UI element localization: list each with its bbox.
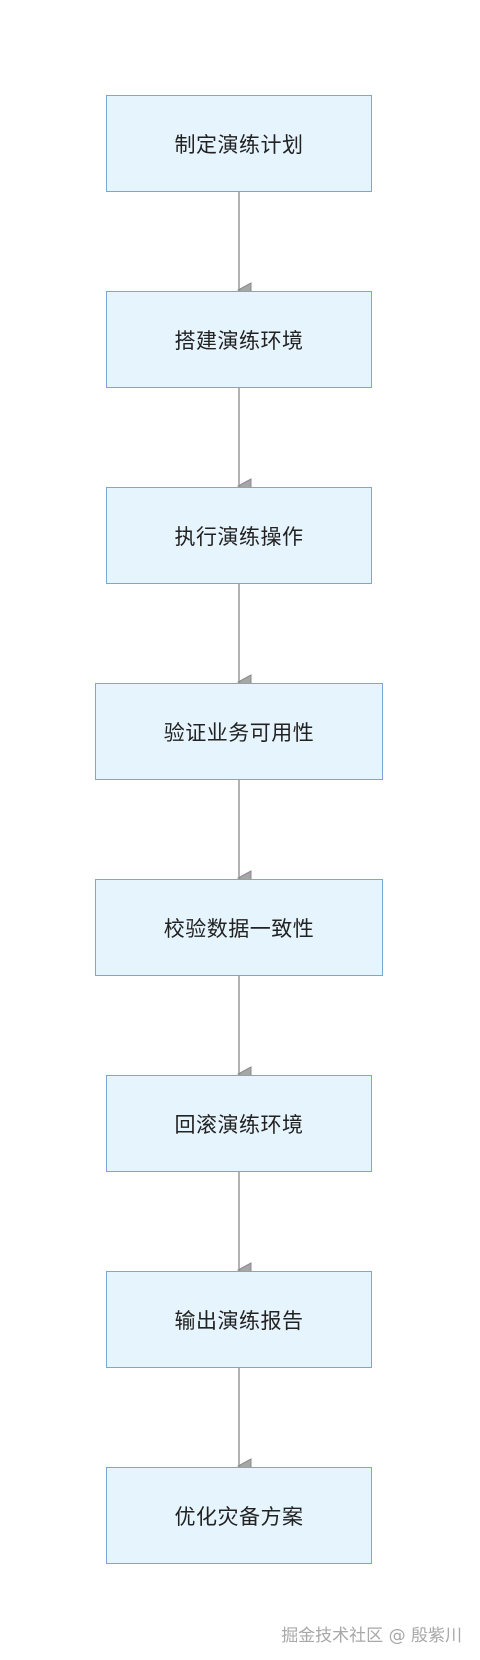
node-label: 制定演练计划 (174, 132, 304, 157)
node-label: 执行演练操作 (174, 524, 304, 549)
watermark-text: 掘金技术社区 @ 殷紫川 (281, 1626, 462, 1646)
node-label: 验证业务可用性 (163, 720, 315, 745)
node-rollback-env: 回滚演练环境 (106, 1075, 372, 1172)
node-label: 优化灾备方案 (174, 1504, 304, 1529)
node-check-data-consistency: 校验数据一致性 (95, 879, 383, 976)
node-execute-drill: 执行演练操作 (106, 487, 372, 584)
node-label: 回滚演练环境 (174, 1112, 304, 1137)
node-optimize-plan: 优化灾备方案 (106, 1467, 372, 1564)
node-output-report: 输出演练报告 (106, 1271, 372, 1368)
node-build-drill-env: 搭建演练环境 (106, 291, 372, 388)
node-label: 搭建演练环境 (174, 328, 304, 353)
node-label: 校验数据一致性 (163, 916, 315, 941)
node-verify-availability: 验证业务可用性 (95, 683, 383, 780)
node-make-drill-plan: 制定演练计划 (106, 95, 372, 192)
node-label: 输出演练报告 (174, 1308, 304, 1333)
